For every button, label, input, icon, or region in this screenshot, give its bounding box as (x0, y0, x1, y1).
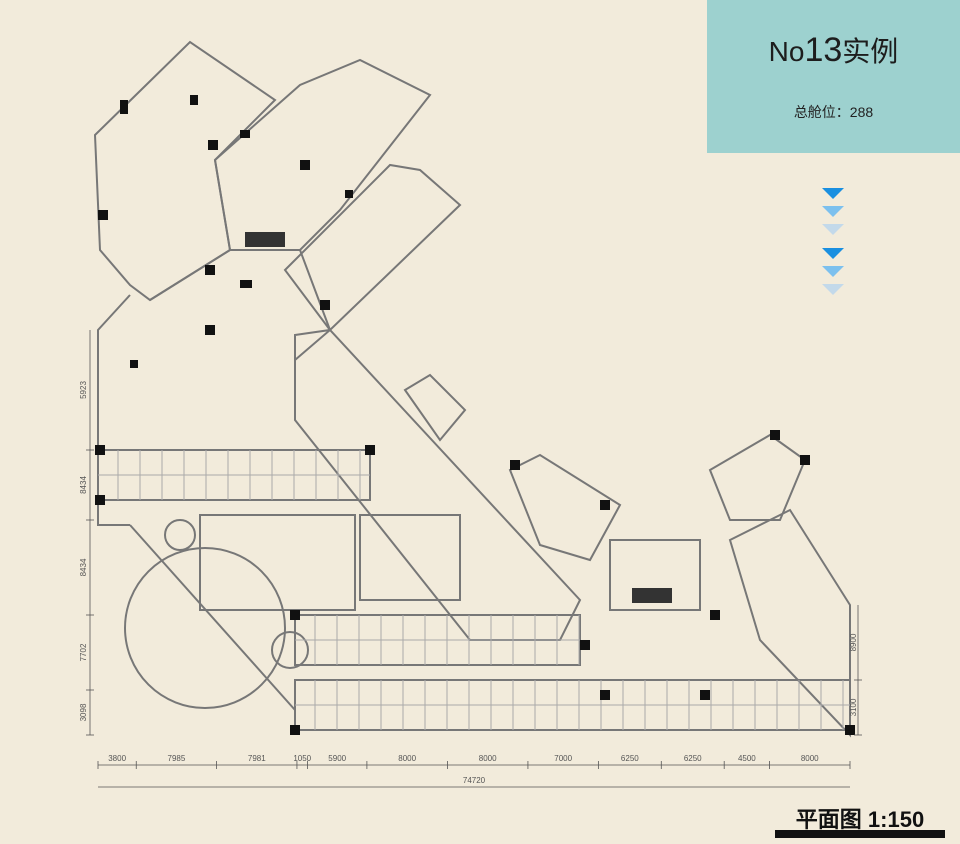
northwest-tower (93, 40, 277, 302)
dimension-label: 5900 (328, 754, 346, 763)
dimension-label: 8000 (801, 754, 819, 763)
scale-bar (775, 830, 945, 838)
round-hall-south (271, 631, 309, 669)
lobby-north-wall (149, 249, 332, 361)
arrow-down-icon (822, 224, 844, 235)
scale-label: 平面图 1:150 (795, 807, 925, 832)
room-partitions (98, 450, 850, 730)
dimension-label: 7000 (554, 754, 572, 763)
diagonal-stair (403, 373, 467, 442)
arrow-down-icon (822, 284, 844, 295)
title-number: 13 (804, 31, 843, 69)
dimension-label: 7985 (168, 754, 186, 763)
dimension-label: 7702 (79, 643, 88, 661)
east-core (508, 453, 622, 562)
room-row-south-upper (294, 614, 581, 666)
dimension-label: 8900 (849, 633, 858, 651)
total-capacity: 总舱位：288 (793, 104, 874, 120)
dimension-label: 8434 (79, 558, 88, 576)
central-bath (359, 514, 461, 601)
north-core (213, 58, 432, 251)
dimension-label: 1050 (293, 754, 311, 763)
arrow-down-icon (822, 266, 844, 277)
dimension-label: 8434 (79, 476, 88, 494)
lobby-diagonal-wall (129, 524, 296, 711)
dimension-label: 3800 (108, 754, 126, 763)
dimension-label: 6250 (621, 754, 639, 763)
dimension-label: 8000 (479, 754, 497, 763)
info-panel: No13实例 总舱位：288 (707, 0, 960, 153)
dimension-lines: 3800 7985 7981 1050 5900 8000 8000 7000 6250 6250… (79, 330, 862, 788)
east-tower (708, 433, 807, 521)
dining-area (199, 514, 356, 611)
lobby-west-wall (97, 294, 131, 526)
dimension-label: 7981 (248, 754, 266, 763)
title-suffix: 实例 (842, 36, 899, 67)
structural-columns (95, 95, 855, 735)
dimension-label: 6250 (684, 754, 702, 763)
arrow-down-icon (822, 248, 844, 259)
rotunda (124, 547, 286, 709)
east-wing (728, 508, 851, 738)
down-arrows (822, 188, 844, 295)
round-hall-west (164, 519, 196, 551)
dimension-label: 5923 (79, 381, 88, 399)
dimension-label: 3100 (849, 698, 858, 716)
room-row-west (97, 449, 371, 501)
plan-title: No13实例 (707, 30, 960, 70)
dimension-label: 3098 (79, 703, 88, 721)
title-prefix: No (768, 36, 805, 67)
dimension-total-label: 74720 (463, 776, 486, 785)
arrow-down-icon (822, 206, 844, 217)
dimension-label: 4500 (738, 754, 756, 763)
arrow-down-icon (822, 188, 844, 199)
north-east-wing (283, 163, 462, 332)
elevator-hall (609, 539, 701, 611)
dimension-label: 8000 (398, 754, 416, 763)
